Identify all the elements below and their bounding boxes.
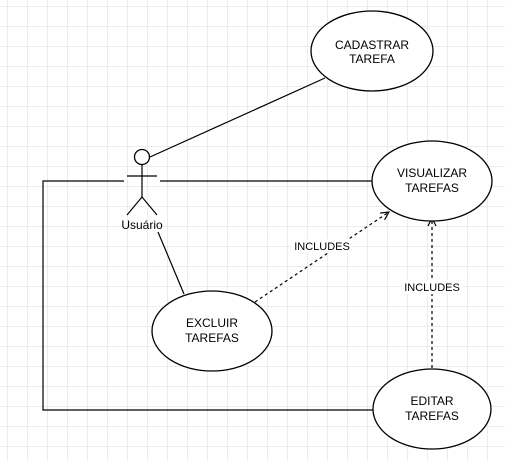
use-case-excluir-tarefas[interactable]: EXCLUIR TAREFAS — [151, 290, 273, 372]
actor-head — [133, 148, 151, 166]
use-case-ellipse — [310, 10, 434, 92]
actor-label: Usuário — [121, 218, 163, 232]
association-usuario-excluir[interactable] — [157, 231, 185, 295]
use-case-label-line2: TAREFAS — [185, 331, 239, 345]
use-case-label-line2: TAREFA — [349, 52, 395, 66]
use-case-label-line2: TAREFAS — [405, 181, 459, 195]
use-case-label-line2: TAREFAS — [405, 409, 459, 423]
include-label-bg-1 — [291, 239, 353, 253]
actor-leg-right — [141, 196, 158, 216]
use-case-label-line1: EDITAR — [410, 394, 453, 408]
use-case-ellipse — [151, 290, 273, 372]
association-usuario-cadastrar[interactable] — [149, 77, 326, 158]
include-label-bg-2 — [402, 280, 464, 294]
use-case-label-line1: CADASTRAR — [335, 38, 409, 52]
association-usuario-editar[interactable] — [42, 180, 373, 411]
use-case-visualizar-tarefas[interactable]: VISUALIZAR TAREFAS — [371, 140, 493, 222]
use-case-ellipse — [372, 368, 492, 450]
include-excluir-visualizar[interactable] — [254, 212, 389, 303]
use-case-editar-tarefas[interactable]: EDITAR TAREFAS — [372, 368, 492, 450]
actor-leg-left — [126, 196, 143, 216]
use-case-cadastrar-tarefa[interactable]: CADASTRAR TAREFA — [310, 10, 434, 92]
include-label-excluir: INCLUDES — [294, 241, 350, 253]
use-case-label-line1: VISUALIZAR — [397, 166, 467, 180]
actor-usuario[interactable] — [126, 148, 158, 216]
include-label-editar: INCLUDES — [404, 282, 460, 294]
use-case-ellipse — [371, 140, 493, 222]
use-case-label-line1: EXCLUIR — [186, 316, 238, 330]
